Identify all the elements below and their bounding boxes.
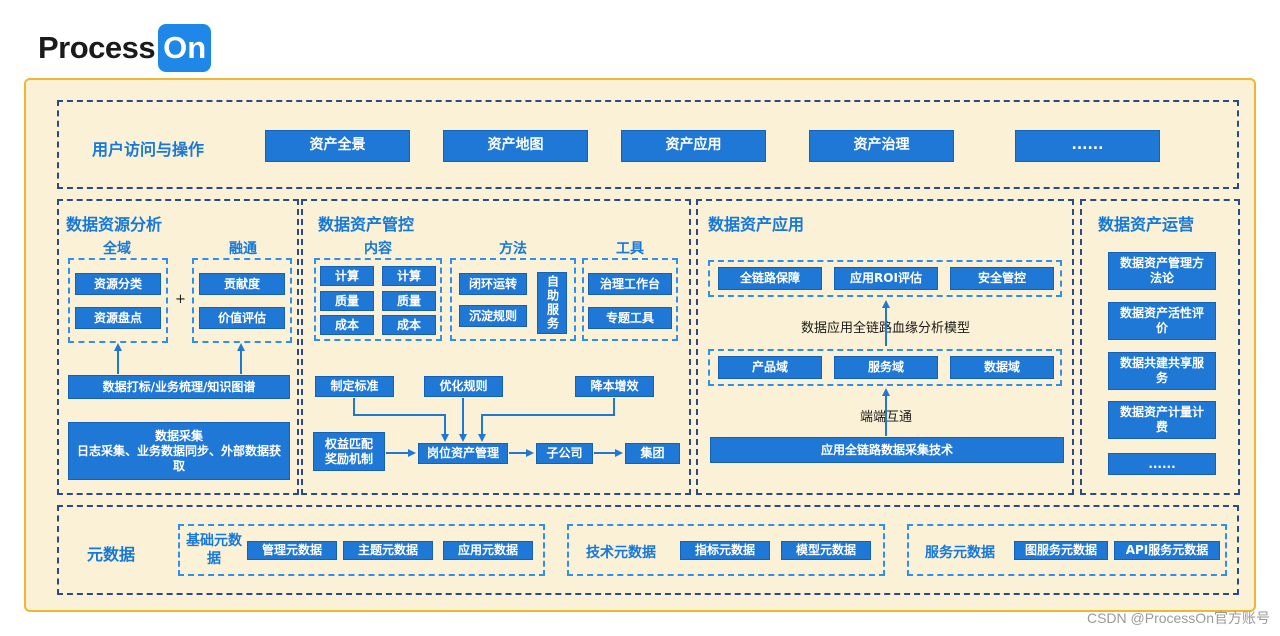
domain-group bbox=[708, 349, 1062, 386]
content-cost-2[interactable]: 成本 bbox=[382, 315, 436, 335]
application-title: 数据资产应用 bbox=[708, 215, 805, 234]
control-title: 数据资产管控 bbox=[318, 215, 415, 234]
method-title: 方法 bbox=[499, 241, 527, 257]
content-title: 内容 bbox=[364, 241, 392, 257]
tool-title: 工具 bbox=[616, 241, 644, 257]
optimize-rules-button[interactable]: 优化规则 bbox=[424, 376, 503, 397]
operation-section bbox=[1080, 199, 1240, 495]
application-section bbox=[696, 199, 1074, 495]
topic-tools-button[interactable]: 专题工具 bbox=[588, 307, 672, 329]
full-link-guarantee-button[interactable]: 全链路保障 bbox=[718, 267, 822, 290]
control-section bbox=[301, 199, 691, 495]
asset-map-button[interactable]: 资产地图 bbox=[443, 130, 588, 162]
service-metadata-group bbox=[907, 524, 1227, 576]
global-title: 全域 bbox=[103, 241, 131, 257]
lineage-model-label: 数据应用全链路血缘分析模型 bbox=[801, 321, 971, 336]
global-group bbox=[68, 258, 168, 343]
collect-title: 数据采集 bbox=[154, 428, 203, 443]
content-quality-2[interactable]: 质量 bbox=[382, 291, 436, 311]
collection-tech-button[interactable]: 应用全链路数据采集技术 bbox=[710, 437, 1064, 463]
analysis-title: 数据资源分析 bbox=[66, 215, 163, 234]
methodology-button[interactable]: 数据资产管理方法论 bbox=[1108, 252, 1216, 290]
asset-governance-button[interactable]: 资产治理 bbox=[809, 130, 954, 162]
end-to-end-label: 端端互通 bbox=[860, 410, 913, 425]
operation-title: 数据资产运营 bbox=[1098, 215, 1195, 234]
product-domain-button[interactable]: 产品域 bbox=[718, 356, 822, 379]
content-compute-1[interactable]: 计算 bbox=[320, 266, 374, 286]
metadata-title: 元数据 bbox=[87, 545, 136, 564]
plus-sign: + bbox=[175, 292, 186, 307]
content-quality-1[interactable]: 质量 bbox=[320, 291, 374, 311]
logo-text: Process bbox=[38, 30, 156, 65]
resource-inventory-button[interactable]: 资源盘点 bbox=[75, 307, 161, 329]
group-button[interactable]: 集团 bbox=[625, 443, 680, 464]
asset-overview-button[interactable]: 资产全景 bbox=[265, 130, 410, 162]
tagging-button[interactable]: 数据打标/业务梳理/知识图谱 bbox=[68, 375, 290, 399]
analysis-section bbox=[57, 199, 299, 495]
fusion-group bbox=[192, 258, 292, 343]
governance-workbench-button[interactable]: 治理工作台 bbox=[588, 273, 672, 295]
roi-assess-button[interactable]: 应用ROI评估 bbox=[834, 267, 938, 290]
metering-billing-button[interactable]: 数据资产计量计费 bbox=[1108, 401, 1216, 439]
content-cost-1[interactable]: 成本 bbox=[320, 315, 374, 335]
mgmt-metadata-button[interactable]: 管理元数据 bbox=[247, 541, 337, 560]
co-build-share-button[interactable]: 数据共建共享服务 bbox=[1108, 352, 1216, 390]
subsidiary-button[interactable]: 子公司 bbox=[536, 443, 593, 464]
operation-more-button[interactable]: ...... bbox=[1108, 453, 1216, 475]
set-standard-button[interactable]: 制定标准 bbox=[315, 376, 394, 397]
cost-reduction-button[interactable]: 降本增效 bbox=[575, 376, 654, 397]
service-metadata-title: 服务元数据 bbox=[925, 545, 995, 561]
fusion-title: 融通 bbox=[229, 241, 257, 257]
tool-group bbox=[582, 258, 678, 341]
method-group bbox=[450, 258, 576, 341]
user-access-title: 用户访问与操作 bbox=[92, 140, 205, 159]
data-collection-box[interactable]: 数据采集 日志采集、业务数据同步、外部数据获取 bbox=[68, 422, 290, 480]
activity-evaluation-button[interactable]: 数据资产活性评价 bbox=[1108, 302, 1216, 340]
app-top-group bbox=[708, 260, 1062, 297]
data-domain-button[interactable]: 数据域 bbox=[950, 356, 1054, 379]
footer-watermark: CSDN @ProcessOn官方账号 bbox=[1086, 610, 1270, 626]
tech-metadata-title: 技术元数据 bbox=[586, 545, 656, 561]
self-service-button[interactable]: 自助服务 bbox=[537, 272, 567, 334]
diagram-canvas bbox=[24, 78, 1256, 612]
indicator-metadata-button[interactable]: 指标元数据 bbox=[680, 541, 770, 560]
content-group bbox=[314, 258, 442, 341]
closed-loop-button[interactable]: 闭环运转 bbox=[459, 273, 527, 295]
topic-metadata-button[interactable]: 主题元数据 bbox=[343, 541, 433, 560]
resource-classify-button[interactable]: 资源分类 bbox=[75, 273, 161, 295]
basic-metadata-group bbox=[178, 524, 545, 576]
asset-application-button[interactable]: 资产应用 bbox=[621, 130, 766, 162]
app-metadata-button[interactable]: 应用元数据 bbox=[443, 541, 533, 560]
metadata-section bbox=[57, 505, 1239, 595]
post-asset-mgmt-button[interactable]: 岗位资产管理 bbox=[418, 443, 508, 464]
value-assess-button[interactable]: 价值评估 bbox=[199, 307, 285, 329]
content-compute-2[interactable]: 计算 bbox=[382, 266, 436, 286]
user-access-section bbox=[57, 100, 1239, 189]
service-domain-button[interactable]: 服务域 bbox=[834, 356, 938, 379]
logo-box: On bbox=[158, 24, 212, 72]
processon-logo: Process On bbox=[38, 24, 212, 72]
model-metadata-button[interactable]: 模型元数据 bbox=[781, 541, 871, 560]
graph-service-metadata-button[interactable]: 图服务元数据 bbox=[1014, 541, 1108, 560]
contribution-button[interactable]: 贡献度 bbox=[199, 273, 285, 295]
more-button[interactable]: ...... bbox=[1015, 130, 1160, 162]
api-service-metadata-button[interactable]: API服务元数据 bbox=[1114, 541, 1220, 560]
collect-detail: 日志采集、业务数据同步、外部数据获取 bbox=[77, 443, 282, 473]
tech-metadata-group bbox=[567, 524, 885, 576]
basic-metadata-title: 基础元数据 bbox=[186, 533, 242, 567]
incentive-mechanism-button[interactable]: 权益匹配奖励机制 bbox=[313, 432, 385, 471]
settle-rules-button[interactable]: 沉淀规则 bbox=[459, 305, 527, 327]
security-control-button[interactable]: 安全管控 bbox=[950, 267, 1054, 290]
